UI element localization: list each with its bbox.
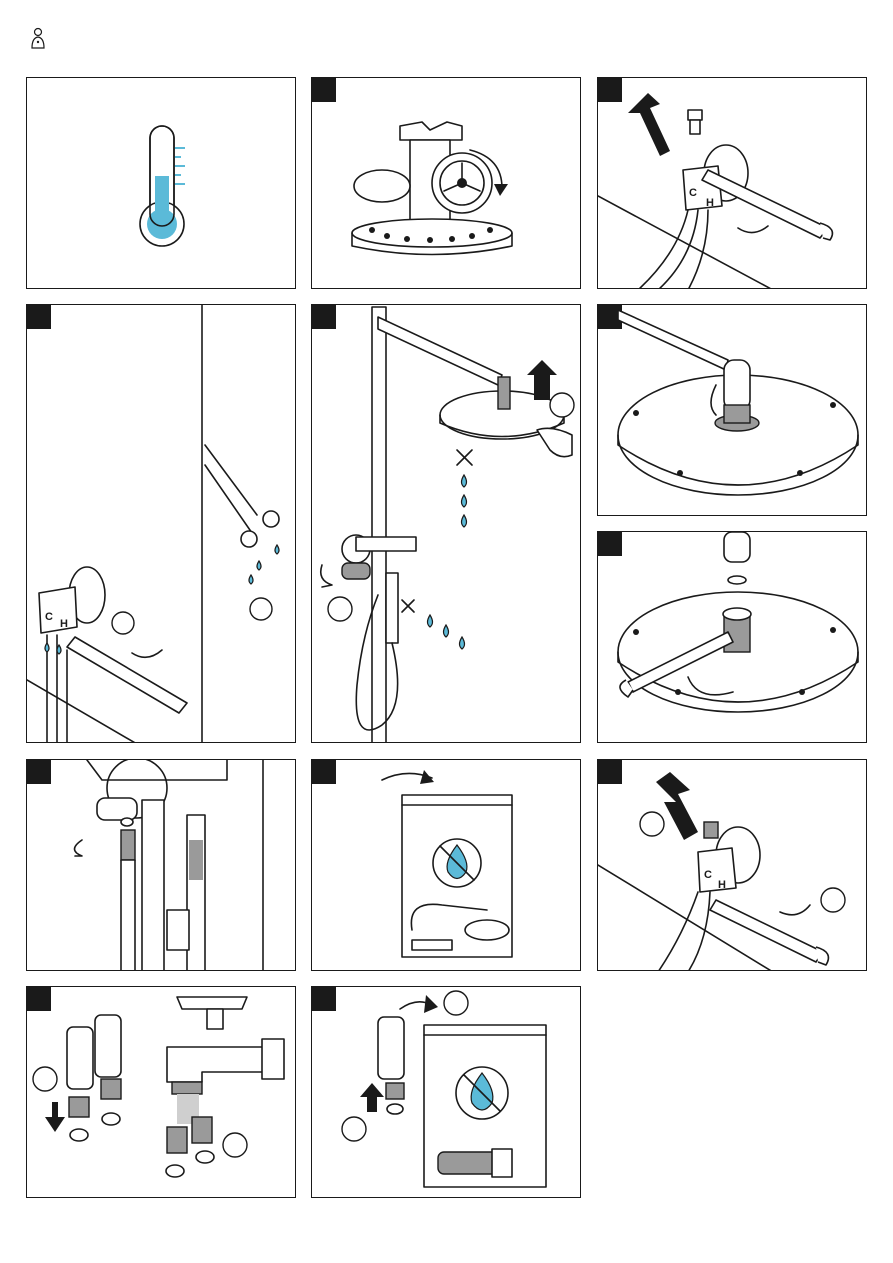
step-panel-8 <box>26 759 296 971</box>
step-panel-12 <box>311 986 581 1198</box>
step-panel-11 <box>26 986 296 1198</box>
stop-valve-close-icon <box>312 78 581 289</box>
svg-text:H: H <box>60 618 68 630</box>
store-parts-bag-icon <box>312 987 581 1198</box>
flush-supply-icon: C H <box>27 305 296 743</box>
hand-shower-hose-icon <box>27 760 296 971</box>
svg-text:H: H <box>718 879 726 891</box>
svg-text:C: C <box>45 611 53 623</box>
step-panel-2 <box>311 77 581 289</box>
step-panel-9 <box>311 759 581 971</box>
loosen-shower-head-icon <box>598 532 867 743</box>
dry-storage-bag-icon <box>312 760 581 971</box>
step-panel-4: C H <box>26 304 296 743</box>
thermometer-icon <box>27 78 296 289</box>
step-panel-7 <box>597 531 867 743</box>
rinse-filters-icon <box>27 987 296 1198</box>
remove-check-valve-icon: C H <box>598 78 867 289</box>
insert-check-valve-icon: C H <box>598 760 867 971</box>
step-panel-5 <box>311 304 581 743</box>
step-panel-1 <box>26 77 296 289</box>
person-figure-icon <box>26 26 50 50</box>
remove-shower-head-icon <box>312 305 581 743</box>
step-panel-6 <box>597 304 867 516</box>
cold-label: C <box>689 187 697 199</box>
step-panel-10: C H <box>597 759 867 971</box>
step-panel-3: C H <box>597 77 867 289</box>
svg-text:C: C <box>704 869 712 881</box>
hot-label: H <box>706 197 714 209</box>
shower-head-detail-icon <box>598 305 867 516</box>
